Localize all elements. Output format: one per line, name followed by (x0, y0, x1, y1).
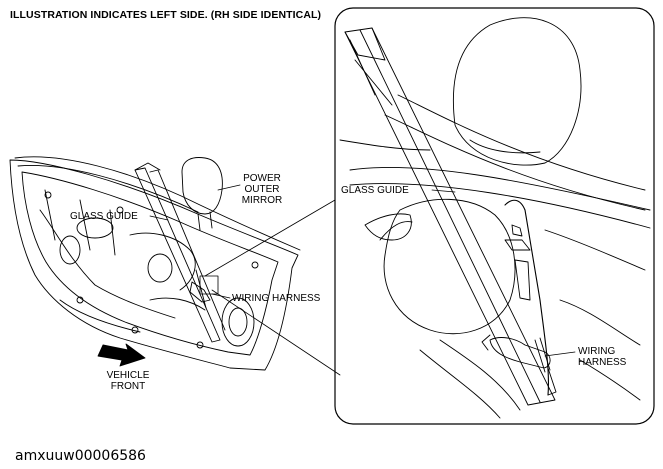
label-line: WIRING (578, 346, 616, 357)
wiring-harness-label-detail: WIRING HARNESS (578, 346, 626, 368)
callout-connectors (199, 199, 341, 376)
label-line: VEHICLE (106, 370, 150, 381)
wiring-harness-label-left: WIRING HARNESS (232, 293, 321, 304)
label-line: POWER (243, 173, 281, 184)
detail-callout (334, 7, 655, 425)
power-outer-mirror-label: POWER OUTER MIRROR (238, 173, 286, 206)
door-overview (9, 156, 301, 371)
figure-code: amxuuw00006586 (15, 448, 146, 464)
label-line: FRONT (110, 381, 146, 392)
glass-guide-label-left: GLASS GUIDE (70, 211, 138, 222)
glass-guide-label-detail: GLASS GUIDE (341, 185, 409, 196)
vehicle-front-label: VEHICLE FRONT (100, 370, 156, 392)
label-line: OUTER (244, 184, 280, 195)
illustration-title: ILLUSTRATION INDICATES LEFT SIDE. (RH SI… (10, 9, 322, 21)
label-line: MIRROR (241, 195, 283, 206)
label-line: HARNESS (578, 357, 627, 368)
